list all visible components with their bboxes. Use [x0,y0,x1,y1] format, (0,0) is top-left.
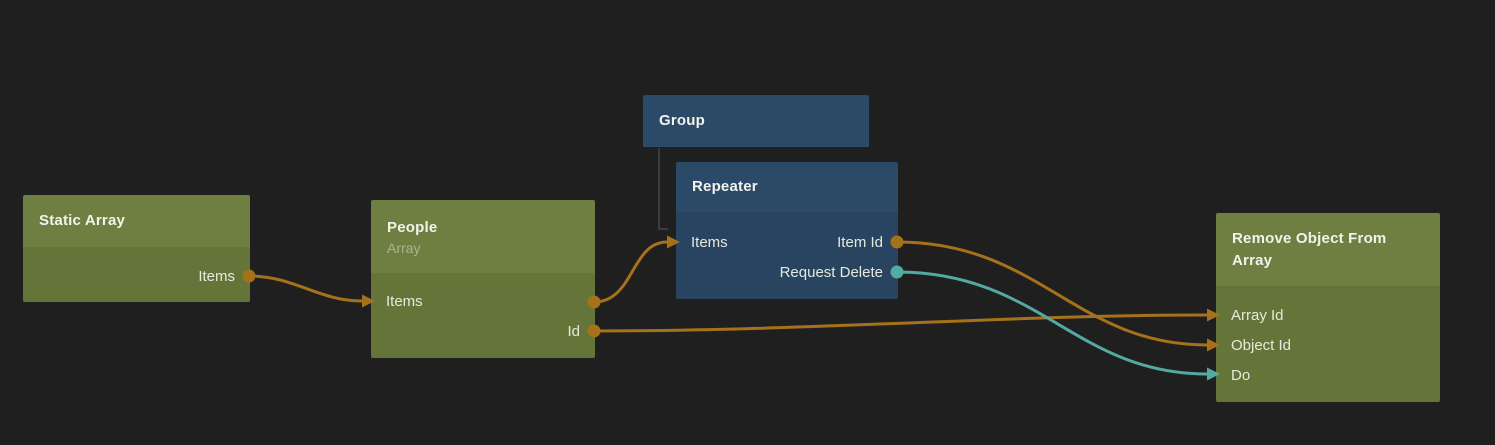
node-subtitle: Array [387,239,421,256]
port-row-items[interactable]: Items [371,286,595,316]
wire-static-items-to-people-items[interactable] [247,274,364,303]
node-remove-header[interactable]: Remove Object From Array [1216,213,1440,286]
node-remove-body: Array Id Object Id Do [1216,286,1440,402]
port-row-do[interactable]: Do [1216,360,1440,390]
node-remove-object-from-array[interactable]: Remove Object From Array Array Id Object… [1216,213,1440,402]
wire-people-items-to-repeater-items[interactable] [592,240,669,304]
output-port-label: Item Id [837,233,883,251]
input-port-label: Items [691,233,728,251]
output-port-label: Request Delete [779,263,883,281]
port-row-items-itemid[interactable]: Items Item Id [676,227,898,257]
input-port-label: Array Id [1231,306,1284,324]
node-group[interactable]: Group [643,95,869,147]
input-port-label: Do [1231,366,1251,384]
node-repeater-header[interactable]: Repeater [676,162,898,212]
wire-repeater-requestdelete-to-remove-do[interactable] [895,270,1209,376]
port-row-items-output[interactable]: Items [23,261,250,291]
input-port-label: Items [386,292,423,310]
node-repeater-body: Items Item Id Request Delete [676,212,898,299]
port-row-request-delete[interactable]: Request Delete [676,257,898,287]
node-group-header[interactable]: Group [643,95,869,147]
port-row-array-id[interactable]: Array Id [1216,300,1440,330]
node-title: Remove Object From Array [1232,229,1387,269]
wire-repeater-itemid-to-remove-object-id[interactable] [895,240,1209,347]
node-static-array-header[interactable]: Static Array [23,195,250,247]
node-title: People [387,218,438,236]
node-people[interactable]: People Array Items Id [371,200,595,358]
node-people-header[interactable]: People Array [371,200,595,273]
output-port-label: Items [198,267,235,285]
node-title: Repeater [692,178,758,195]
node-repeater[interactable]: Repeater Items Item Id Request Delete [676,162,898,299]
wire-people-id-to-remove-array-id[interactable] [592,313,1209,333]
node-title: Static Array [39,212,126,229]
group-child-link [658,148,668,230]
port-row-object-id[interactable]: Object Id [1216,330,1440,360]
node-title: Group [659,112,705,129]
node-people-body: Items Id [371,273,595,358]
output-port-label: Id [567,322,580,340]
input-port-label: Object Id [1231,336,1292,354]
node-static-array-body: Items [23,247,250,302]
node-static-array[interactable]: Static Array Items [23,195,250,302]
port-row-id-output[interactable]: Id [371,316,595,346]
